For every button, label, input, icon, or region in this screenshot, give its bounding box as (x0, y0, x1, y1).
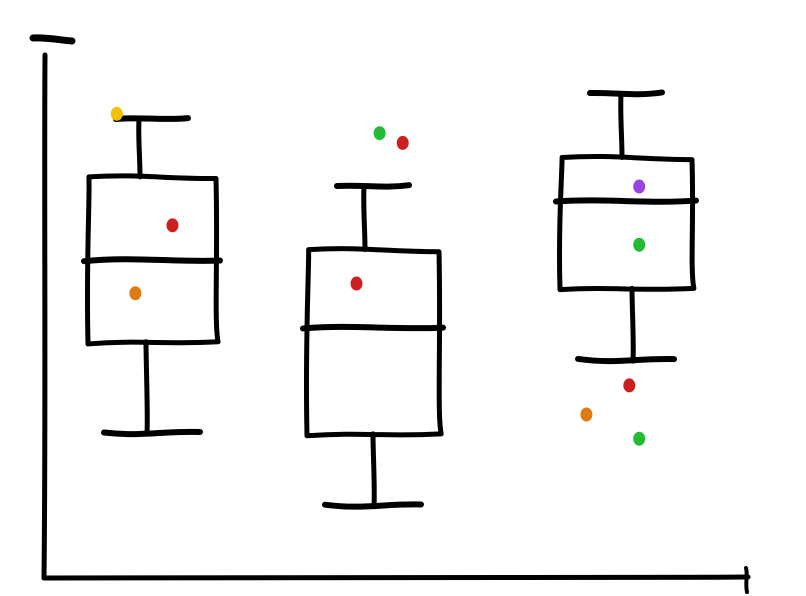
upper-whisker (618, 91, 625, 160)
data-point (373, 126, 386, 141)
median-line (553, 197, 699, 205)
box-rect (303, 246, 444, 439)
data-points (110, 106, 646, 446)
lower-whisker (143, 339, 150, 437)
data-point (110, 106, 123, 121)
median-line (81, 256, 223, 265)
data-point (350, 276, 363, 291)
axes (29, 34, 751, 594)
lower-whisker (629, 285, 636, 364)
lower-whisker-cap (101, 428, 203, 438)
lower-whisker-cap (322, 501, 424, 510)
upper-whisker-cap (587, 89, 665, 98)
upper-whisker-cap (113, 115, 191, 123)
data-point (396, 135, 409, 150)
data-point (633, 237, 646, 252)
upper-whisker (136, 116, 143, 180)
box-rect (84, 173, 221, 347)
y-axis-top-tick (29, 34, 76, 45)
box-group (81, 115, 223, 438)
data-point (633, 179, 646, 194)
median-line (300, 323, 446, 332)
box-group (553, 89, 699, 365)
x-axis-end-tick (744, 566, 749, 594)
lower-whisker (370, 431, 377, 510)
data-point (129, 286, 142, 301)
y-axis (41, 52, 48, 581)
upper-whisker-cap (334, 182, 412, 190)
data-point (633, 431, 646, 446)
data-point (580, 407, 593, 422)
upper-whisker (361, 184, 368, 253)
lower-whisker-cap (575, 355, 677, 365)
data-point (623, 378, 636, 393)
x-axis (41, 574, 751, 581)
boxes (81, 89, 699, 510)
box-group (300, 182, 446, 510)
box-rect (556, 153, 697, 293)
data-point (166, 218, 179, 233)
